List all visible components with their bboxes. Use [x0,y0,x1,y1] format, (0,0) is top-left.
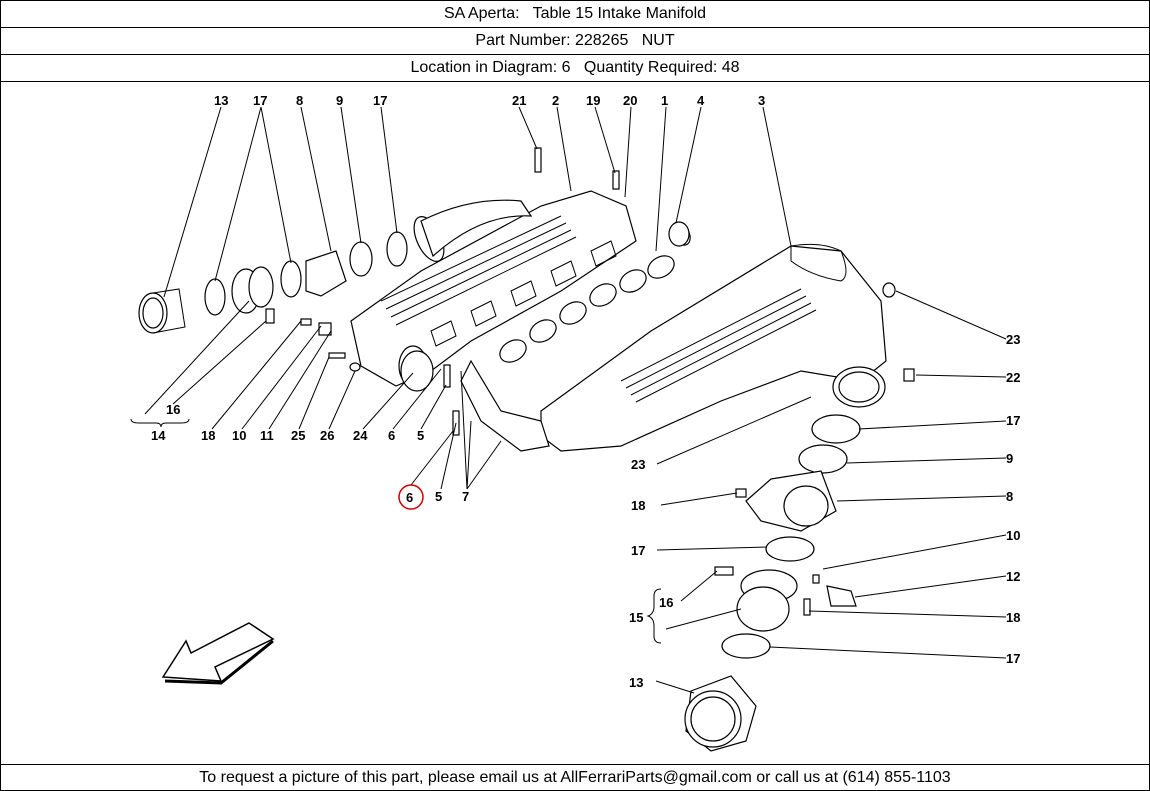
callout-16: 16 [166,402,180,417]
highlight-label: 6 [406,490,413,505]
location-quantity: Location in Diagram: 6 Quantity Required… [1,55,1149,82]
callout-17: 17 [1006,413,1020,428]
callout-2: 2 [552,93,559,108]
callout-15: 15 [629,610,643,625]
callout-14: 14 [151,428,166,443]
contact-footer: To request a picture of this part, pleas… [1,764,1149,791]
leader-lines [130,106,1007,694]
part-number: Part Number: 228265 NUT [1,28,1149,55]
left-throttle-assembly [138,231,460,436]
callout-17: 17 [1006,651,1020,666]
callout-13: 13 [629,675,643,690]
bolt-19 [612,170,620,190]
callout-1: 1 [661,93,668,108]
callout-8: 8 [1006,489,1013,504]
intake-manifold-diagram: 13 17 8 9 17 21 2 19 20 1 4 3 23 22 17 9… [130,93,1020,752]
callout-11: 11 [260,428,274,443]
highlighted-callout-6[interactable]: 6 [398,484,424,510]
right-throttle-assembly [684,414,861,752]
callout-18: 18 [201,428,215,443]
callout-22: 22 [1006,370,1020,385]
callout-10: 10 [232,428,246,443]
callout-13: 13 [214,93,228,108]
callout-7: 7 [462,489,469,504]
direction-arrow-icon [161,622,275,685]
callout-23: 23 [1006,332,1020,347]
page-title: SA Aperta: Table 15 Intake Manifold [1,1,1149,28]
callout-8: 8 [296,93,303,108]
callout-21: 21 [512,93,526,108]
gasket-4 [668,221,690,247]
callout-23: 23 [631,457,645,472]
callout-9: 9 [336,93,343,108]
callout-18: 18 [1006,610,1020,625]
callout-9: 9 [1006,451,1013,466]
callout-3: 3 [758,93,765,108]
callout-18: 18 [631,498,645,513]
callout-12: 12 [1006,569,1020,584]
callout-labels: 13 17 8 9 17 21 2 19 20 1 4 3 23 22 17 9… [151,93,1020,690]
callout-26: 26 [320,428,334,443]
callout-10: 10 [1006,528,1020,543]
callout-20: 20 [623,93,637,108]
highlight-circle [398,484,424,510]
callout-16: 16 [659,595,673,610]
callout-6: 6 [388,428,395,443]
callout-5: 5 [435,489,442,504]
callout-4: 4 [697,93,705,108]
callout-5: 5 [417,428,424,443]
callout-17: 17 [373,93,387,108]
callout-25: 25 [291,428,305,443]
callout-17: 17 [631,543,645,558]
callout-19: 19 [586,93,600,108]
callout-17: 17 [253,93,267,108]
callout-24: 24 [353,428,368,443]
bolt-21 [534,147,542,173]
